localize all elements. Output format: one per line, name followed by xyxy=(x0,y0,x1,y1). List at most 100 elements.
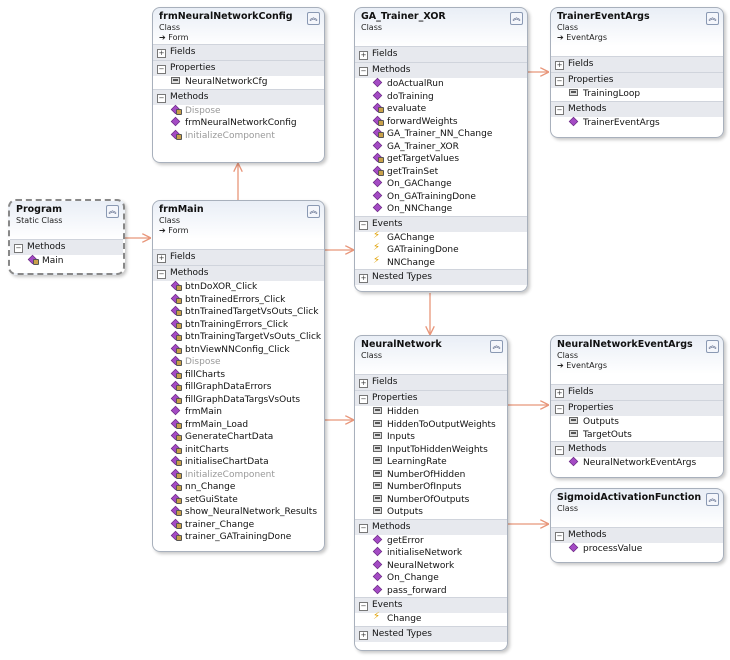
member-row[interactable]: doActualRun xyxy=(355,78,527,91)
collapse-section-icon[interactable]: − xyxy=(359,523,368,533)
member-row[interactable]: Inputs xyxy=(355,431,507,444)
member-row[interactable]: TrainerEventArgs xyxy=(551,117,723,130)
collapse-icon[interactable]: ︽ xyxy=(307,205,320,218)
collapse-section-icon[interactable]: − xyxy=(359,395,368,404)
member-row[interactable]: InputToHiddenWeights xyxy=(355,444,507,457)
member-row[interactable]: btnTrainingTargetVsOuts_Click xyxy=(153,331,324,344)
member-row[interactable]: processValue xyxy=(551,543,723,556)
collapse-section-icon[interactable]: − xyxy=(157,270,166,279)
section-fields[interactable]: +Fields xyxy=(355,374,507,390)
expand-icon[interactable]: + xyxy=(359,274,368,283)
section-methods[interactable]: −Methods xyxy=(153,88,324,105)
member-row[interactable]: NeuralNetworkCfg xyxy=(153,76,324,89)
member-row[interactable]: Dispose xyxy=(153,356,324,369)
member-row[interactable]: TrainingLoop xyxy=(551,88,723,101)
class-neuralnetwork[interactable]: NeuralNetwork Class ︽ +Fields −Propertie… xyxy=(354,335,508,651)
class-ga-trainer-xor[interactable]: GA_Trainer_XOR Class ︽ +Fields −Methods … xyxy=(354,7,528,292)
collapse-section-icon[interactable]: − xyxy=(359,220,368,230)
collapse-section-icon[interactable]: − xyxy=(157,93,166,103)
section-nested-types[interactable]: +Nested Types xyxy=(355,625,507,642)
member-row[interactable]: frmMain_Load xyxy=(153,419,324,432)
member-row[interactable]: NumberOfInputs xyxy=(355,481,507,494)
member-row[interactable]: On_GAChange xyxy=(355,178,527,191)
member-row[interactable]: frmMain xyxy=(153,406,324,419)
member-row[interactable]: forwardWeights xyxy=(355,116,527,129)
section-methods[interactable]: −Methods xyxy=(551,441,723,457)
section-methods[interactable]: −Methods xyxy=(10,239,123,255)
member-row[interactable]: trainer_GATrainingDone xyxy=(153,531,324,544)
collapse-icon[interactable]: ︽ xyxy=(706,340,719,353)
collapse-section-icon[interactable]: − xyxy=(555,77,564,86)
member-row[interactable]: pass_forward xyxy=(355,585,507,598)
member-row[interactable]: btnTrainingErrors_Click xyxy=(153,319,324,332)
section-properties[interactable]: −Properties xyxy=(551,72,723,88)
member-row[interactable]: Outputs xyxy=(551,416,723,429)
member-row[interactable]: InitializeComponent xyxy=(153,130,324,143)
member-row[interactable]: NumberOfOutputs xyxy=(355,494,507,507)
expand-icon[interactable]: + xyxy=(359,379,368,388)
collapse-section-icon[interactable]: − xyxy=(555,532,564,541)
member-row[interactable]: Outputs xyxy=(355,506,507,519)
member-row[interactable]: nn_Change xyxy=(153,481,324,494)
section-properties[interactable]: −Properties xyxy=(551,400,723,416)
section-fields[interactable]: +Fields xyxy=(153,44,324,60)
section-events[interactable]: −Events xyxy=(355,597,507,613)
member-row[interactable]: initialiseNetwork xyxy=(355,547,507,560)
member-row[interactable]: LearningRate xyxy=(355,456,507,469)
expand-icon[interactable]: + xyxy=(555,61,564,70)
collapse-section-icon[interactable]: − xyxy=(555,105,564,115)
member-row[interactable]: initCharts xyxy=(153,444,324,457)
member-row[interactable]: On_GATrainingDone xyxy=(355,191,527,204)
class-program[interactable]: Program Static Class ︽ −Methods Main xyxy=(8,199,125,275)
member-row[interactable]: NNChange xyxy=(355,255,527,270)
member-row[interactable]: fillGraphDataErrors xyxy=(153,381,324,394)
section-properties[interactable]: −Properties xyxy=(153,60,324,76)
collapse-section-icon[interactable]: − xyxy=(359,67,368,76)
member-row[interactable]: evaluate xyxy=(355,103,527,116)
section-methods[interactable]: −Methods xyxy=(551,527,723,543)
collapse-section-icon[interactable]: − xyxy=(14,244,23,253)
member-row[interactable]: NumberOfHidden xyxy=(355,469,507,482)
member-row[interactable]: btnDoXOR_Click xyxy=(153,281,324,294)
collapse-icon[interactable]: ︽ xyxy=(106,205,119,218)
member-row[interactable]: On_NNChange xyxy=(355,203,527,216)
class-frmneuralnetworkconfig[interactable]: frmNeuralNetworkConfig Class ➔ Form ︽ +F… xyxy=(152,7,325,163)
member-row[interactable]: On_Change xyxy=(355,572,507,585)
member-row[interactable]: btnTrainedErrors_Click xyxy=(153,294,324,307)
section-methods[interactable]: −Methods xyxy=(355,62,527,78)
member-row[interactable]: initialiseChartData xyxy=(153,456,324,469)
section-events[interactable]: −Events xyxy=(355,215,527,232)
collapse-icon[interactable]: ︽ xyxy=(706,493,719,506)
collapse-icon[interactable]: ︽ xyxy=(490,340,503,353)
class-neuralnetworkeventargs[interactable]: NeuralNetworkEventArgs Class ➔ EventArgs… xyxy=(550,335,724,478)
member-row[interactable]: show_NeuralNetwork_Results xyxy=(153,506,324,519)
member-row[interactable]: doTraining xyxy=(355,91,527,104)
member-row[interactable]: InitializeComponent xyxy=(153,469,324,482)
collapse-icon[interactable]: ︽ xyxy=(706,12,719,25)
member-row[interactable]: Dispose xyxy=(153,105,324,118)
member-row[interactable]: fillCharts xyxy=(153,369,324,382)
section-fields[interactable]: +Fields xyxy=(551,384,723,400)
member-row[interactable]: GA_Trainer_NN_Change xyxy=(355,128,527,141)
section-properties[interactable]: −Properties xyxy=(355,390,507,406)
member-row[interactable]: GenerateChartData xyxy=(153,431,324,444)
class-frmmain[interactable]: frmMain Class ➔ Form ︽ +Fields −Methods … xyxy=(152,200,325,552)
class-sigmoidactivationfunction[interactable]: SigmoidActivationFunction Class ︽ −Metho… xyxy=(550,488,724,563)
collapse-section-icon[interactable]: − xyxy=(359,602,368,611)
member-row[interactable]: TargetOuts xyxy=(551,429,723,442)
collapse-section-icon[interactable]: − xyxy=(555,446,564,455)
section-methods[interactable]: −Methods xyxy=(355,518,507,535)
expand-icon[interactable]: + xyxy=(359,51,368,60)
member-row[interactable]: Hidden xyxy=(355,406,507,419)
expand-icon[interactable]: + xyxy=(157,254,166,263)
member-row[interactable]: GA_Trainer_XOR xyxy=(355,141,527,154)
section-methods[interactable]: −Methods xyxy=(153,265,324,281)
section-methods[interactable]: −Methods xyxy=(551,100,723,117)
collapse-section-icon[interactable]: − xyxy=(157,65,166,74)
member-row[interactable]: HiddenToOutputWeights xyxy=(355,419,507,432)
member-row[interactable]: setGuiState xyxy=(153,494,324,507)
member-row[interactable]: getTargetValues xyxy=(355,153,527,166)
member-row[interactable]: frmNeuralNetworkConfig xyxy=(153,117,324,130)
member-row[interactable]: getTrainSet xyxy=(355,166,527,179)
member-row[interactable]: trainer_Change xyxy=(153,519,324,532)
